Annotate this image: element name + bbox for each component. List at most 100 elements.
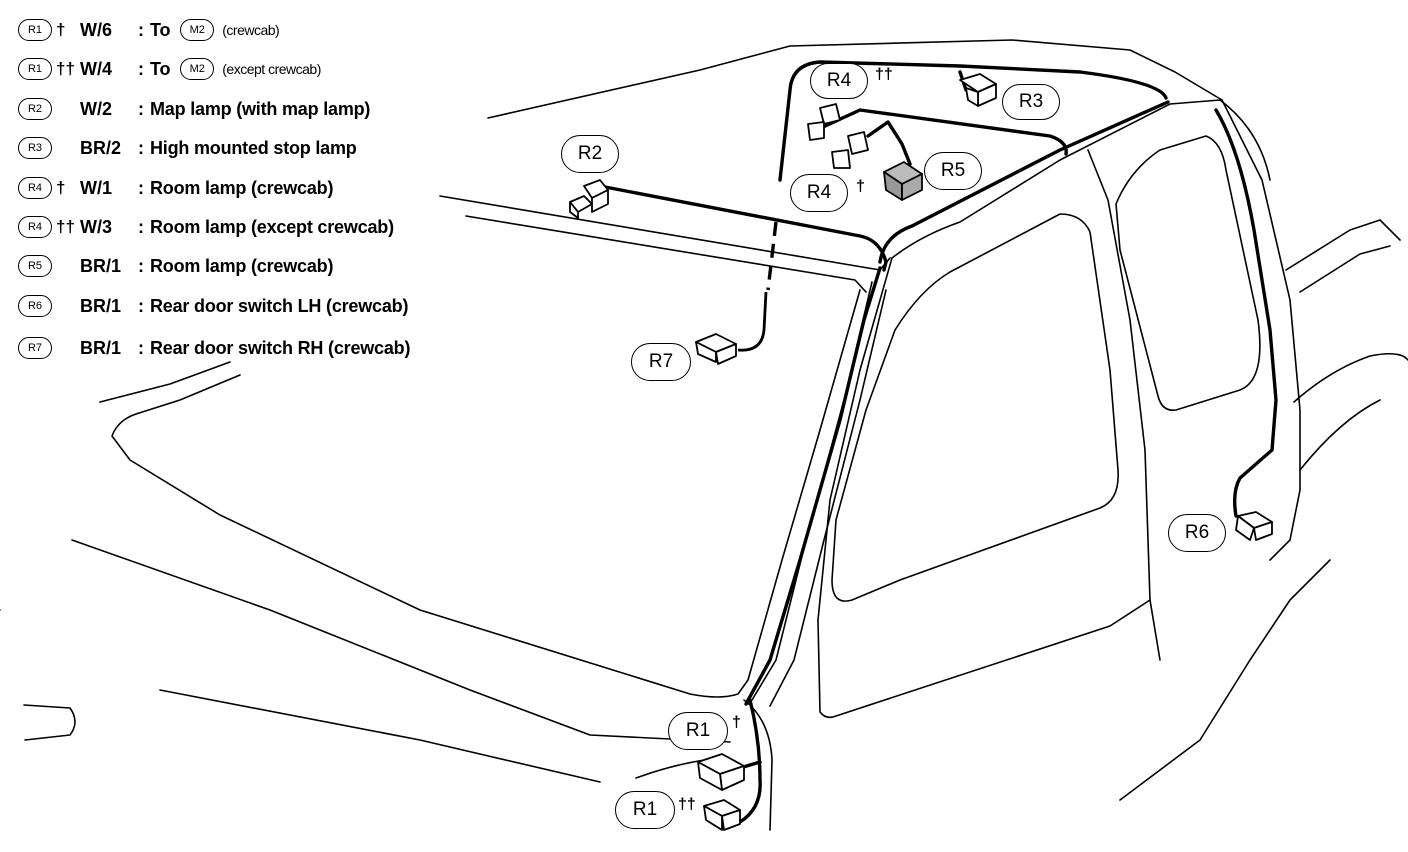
windshield-glass	[111, 289, 861, 698]
dagger-mark: †	[56, 178, 66, 197]
colon: :	[138, 216, 144, 237]
wire-color: BR/2	[80, 137, 122, 158]
connector-r4-mid	[831, 131, 869, 169]
legend-row: R7 BR/1 : Rear door switch RH (crewcab)	[18, 334, 410, 362]
wire-color: BR/1	[80, 337, 122, 358]
dagger-mark: ††	[56, 217, 75, 236]
connector-r2	[569, 179, 609, 219]
colon: :	[138, 255, 144, 276]
legend-description: Rear door switch RH (crewcab)	[150, 337, 411, 358]
colon: :	[138, 177, 144, 198]
a-pillar-outer	[751, 281, 873, 701]
legend-note: (except crewcab)	[222, 61, 321, 77]
legend-row: R4 † W/1 : Room lamp (crewcab)	[18, 174, 333, 202]
legend-row: R2 W/2 : Map lamp (with map lamp)	[18, 95, 370, 123]
callout-r1-bottom: R1	[615, 791, 675, 829]
connector-pill: R1	[18, 58, 52, 80]
wire-color: W/1	[80, 177, 113, 198]
fender-line	[159, 689, 601, 783]
legend-description: To	[150, 19, 171, 40]
a-pillar-inner	[769, 289, 887, 707]
rear-quarter-line	[1299, 399, 1381, 471]
harness-roof-cross	[810, 108, 1068, 156]
harness-r2-branch	[598, 184, 888, 272]
legend-description: High mounted stop lamp	[150, 137, 357, 158]
legend-row: R6 BR/1 : Rear door switch LH (crewcab)	[18, 292, 408, 320]
callout-r4-top-mark: ††	[875, 66, 893, 83]
connector-pill: R6	[18, 295, 52, 317]
harness-a-pillar	[744, 266, 882, 706]
legend-description: Room lamp (crewcab)	[150, 255, 334, 276]
colon: :	[138, 19, 144, 40]
to-connector-pill: M2	[180, 19, 215, 41]
callout-r5: R5	[924, 152, 982, 190]
rear-door-bottom	[1119, 559, 1331, 801]
to-connector-pill: M2	[180, 58, 215, 80]
callout-r4-top: R4	[810, 63, 868, 99]
wire-color: W/3	[80, 216, 113, 237]
roof-side-rail	[891, 99, 1271, 259]
connector-pill: R3	[18, 137, 52, 159]
wire-color: W/6	[80, 19, 113, 40]
connector-pill: R2	[18, 98, 52, 120]
connector-pill: R1	[18, 19, 52, 41]
dagger-mark: †	[56, 20, 66, 39]
harness-r7-lead	[737, 291, 768, 352]
callout-r3: R3	[1002, 84, 1060, 120]
windshield-inner-line	[465, 215, 867, 293]
callout-r4-mid-mark: †	[856, 178, 865, 195]
legend-description: Rear door switch LH (crewcab)	[150, 295, 409, 316]
harness-roof-loop	[778, 60, 1168, 182]
legend-description: To	[150, 58, 171, 79]
legend-description: Map lamp (with map lamp)	[150, 98, 371, 119]
legend-description: Room lamp (except crewcab)	[150, 216, 394, 237]
roof-edge	[487, 39, 1223, 119]
rear-wheel-arch	[1293, 352, 1408, 403]
harness	[598, 60, 1278, 824]
wire-color: BR/1	[80, 255, 122, 276]
c-pillar	[1221, 99, 1301, 561]
legend-description: Room lamp (crewcab)	[150, 177, 334, 198]
callout-r4-mid: R4	[790, 174, 848, 212]
colon: :	[138, 58, 144, 79]
callout-r1-top-mark: †	[732, 714, 741, 731]
callout-r6: R6	[1168, 514, 1226, 552]
hood-edge	[71, 539, 731, 743]
front-door-outline	[817, 257, 1151, 719]
harness-r5-branch	[866, 120, 912, 166]
connector-pill: R4	[18, 177, 52, 199]
legend-row: R3 BR/2 : High mounted stop lamp	[18, 134, 357, 162]
connector-r7	[695, 333, 737, 365]
colon: :	[138, 295, 144, 316]
bed-rail	[1285, 219, 1401, 271]
callout-r2: R2	[561, 135, 619, 173]
hood-rear-edge	[99, 361, 231, 403]
connector-r6	[1235, 511, 1273, 541]
connector-pill: R4	[18, 216, 52, 238]
wire-color: W/2	[80, 98, 113, 119]
callout-r7: R7	[631, 343, 691, 381]
harness-rear	[1214, 108, 1278, 518]
wire-color: BR/1	[80, 295, 122, 316]
harness-r7-dashed	[766, 221, 778, 291]
b-pillar	[1087, 149, 1161, 661]
callout-r1-top: R1	[668, 712, 728, 750]
bed-rail-inner	[1299, 245, 1391, 293]
front-door-window	[831, 213, 1119, 602]
harness-r1	[738, 698, 762, 824]
colon: :	[138, 137, 144, 158]
connector-r1-bottom	[703, 799, 741, 831]
rear-door-window	[1115, 135, 1261, 412]
dagger-mark: ††	[56, 59, 75, 78]
legend-row: R1 †† W/4 : To M2 (except crewcab)	[18, 55, 321, 83]
legend-row: R1 † W/6 : To M2 (crewcab)	[18, 16, 280, 44]
colon: :	[138, 337, 144, 358]
harness-roof-side	[878, 100, 1170, 264]
connector-pill: R5	[18, 255, 52, 277]
connectors	[569, 73, 1273, 831]
connector-r3	[959, 73, 997, 107]
connector-r1-top	[697, 753, 745, 791]
legend-row: R5 BR/1 : Room lamp (crewcab)	[18, 252, 333, 280]
